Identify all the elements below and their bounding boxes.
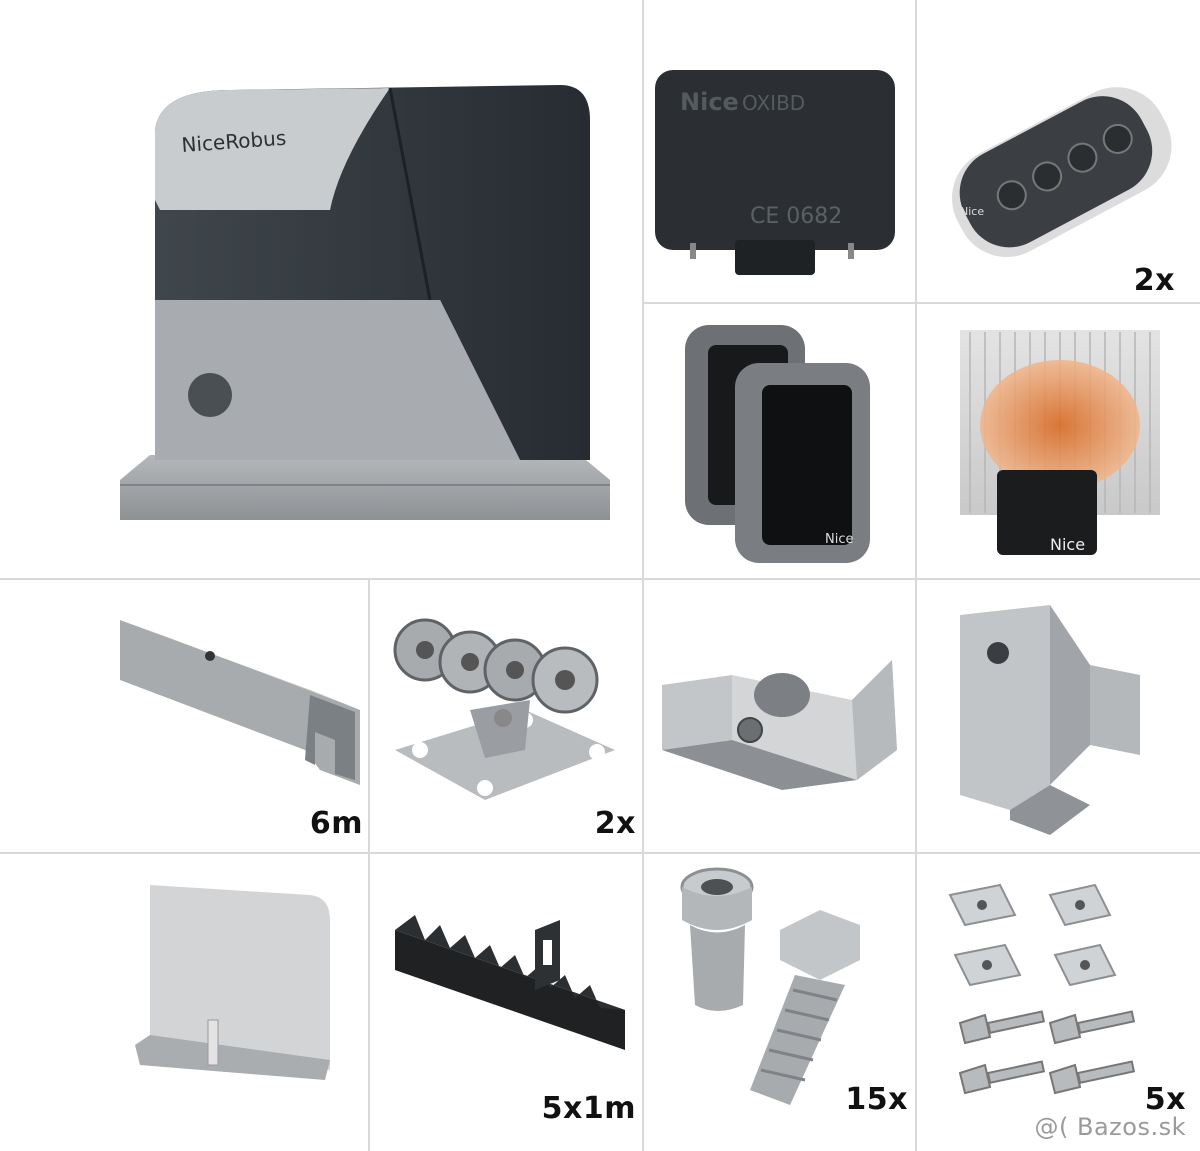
divider-v2	[915, 0, 917, 1151]
remote-image: Nice	[952, 87, 1172, 257]
watermark-text: Bazos.sk	[1077, 1113, 1186, 1141]
motor-product: NiceRobus	[90, 80, 630, 540]
end-roller-product	[652, 640, 907, 820]
receiver-mark-text: CE 0682	[750, 204, 842, 229]
divider-h1	[644, 302, 1200, 304]
flashing-light-image: Nice	[960, 330, 1160, 555]
motor-image: NiceRobus	[120, 85, 610, 520]
photocells-image: Nice	[685, 325, 870, 563]
guide-bracket-product	[940, 595, 1180, 840]
carriage-quantity-label: 2x	[594, 806, 636, 841]
gear-rack-product: 5x1m	[385, 900, 640, 1130]
receiver-image: Nice OXIBD CE 0682	[655, 70, 895, 275]
remote-quantity-label: 2x	[1133, 263, 1175, 298]
divider-h3	[0, 852, 1200, 854]
divider-h2	[0, 578, 1200, 580]
rivet-nut-bolt-quantity-label: 15x	[845, 1082, 908, 1117]
rail-image	[120, 620, 360, 785]
flashing-light-product: Nice	[945, 320, 1175, 570]
washers-screws-image	[948, 883, 1136, 1095]
receiver-model-text: OXIBD	[742, 91, 805, 115]
flashing-light-brand-text: Nice	[1050, 535, 1085, 554]
watermark-symbol: @(	[1034, 1113, 1069, 1141]
gear-rack-quantity-label: 5x1m	[541, 1091, 636, 1126]
photocells-brand-text: Nice	[825, 532, 853, 547]
divider-v3	[368, 578, 370, 1151]
bazos-watermark: @( Bazos.sk	[1034, 1113, 1186, 1141]
end-stop-image	[135, 885, 330, 1080]
carriage-product: 2x	[375, 600, 640, 845]
rivet-nut-bolt-image	[680, 867, 860, 1105]
rail-product: 6m	[110, 600, 365, 845]
gear-rack-image	[395, 915, 625, 1050]
rail-quantity-label: 6m	[309, 806, 363, 841]
receiver-product: Nice OXIBD CE 0682	[650, 65, 910, 285]
photocells-product: Nice	[670, 315, 900, 565]
end-roller-image	[662, 660, 897, 790]
receiver-brand-text: Nice	[680, 88, 739, 116]
washers-screws-product: 5x	[930, 865, 1190, 1125]
rivet-nut-bolt-product: 15x	[655, 865, 910, 1125]
carriage-image	[393, 618, 615, 800]
guide-bracket-image	[960, 605, 1140, 835]
divider-v1	[642, 0, 644, 1151]
remote-product: Nice 2x	[925, 60, 1195, 300]
remote-brand-text: Nice	[960, 205, 984, 218]
washers-screws-quantity-label: 5x	[1144, 1082, 1186, 1117]
end-stop-product	[130, 870, 360, 1085]
